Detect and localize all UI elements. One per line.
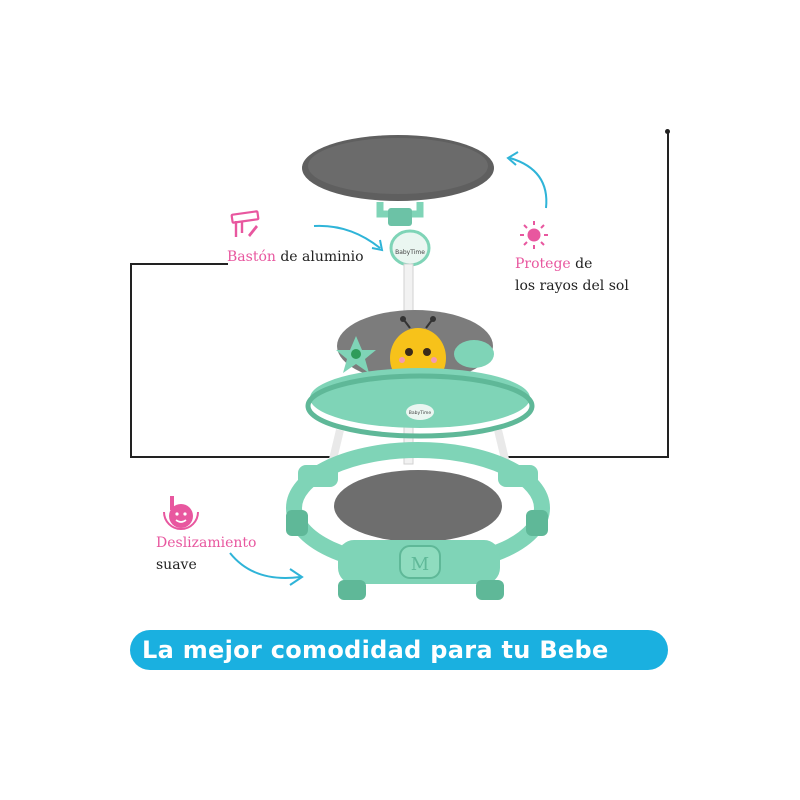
pencil-ruler-icon	[230, 210, 260, 237]
callout-deslizamiento-highlight: Deslizamiento	[156, 535, 257, 551]
arrow-deslizamiento	[229, 552, 304, 586]
handle-badge-text: BabyTime	[395, 249, 425, 256]
base-seat	[334, 470, 502, 542]
callout-baston: Bastón de aluminio	[227, 246, 364, 268]
handle-badge	[389, 229, 431, 267]
tray	[310, 368, 530, 428]
callout-deslizamiento: Deslizamiento suave	[156, 532, 256, 576]
callout-baston-highlight: Bastón	[227, 249, 276, 265]
whale-toy	[454, 340, 494, 368]
smooth-glide-icon	[163, 496, 199, 530]
arrow-protege	[506, 151, 548, 209]
frame-line-top-left	[130, 263, 228, 265]
callout-baston-rest: de aluminio	[275, 249, 364, 265]
frame-line-right	[667, 132, 669, 458]
headline-banner: La mejor comodidad para tu Bebe	[130, 630, 668, 670]
tray-badge	[406, 404, 434, 420]
callout-protege-rest: de	[570, 256, 593, 272]
tray-badge-text: BabyTime	[409, 410, 432, 416]
callout-protege-highlight: Protege	[515, 256, 571, 272]
frame-line-dot	[665, 129, 670, 134]
arrow-baston	[313, 224, 384, 252]
footrest-letter: M	[411, 554, 429, 575]
frame-line-left	[130, 263, 132, 458]
baby-walker-image: BabyTime BabyTime M	[286, 135, 550, 600]
callout-deslizamiento-line2: suave	[156, 557, 197, 573]
sun-icon	[520, 221, 548, 249]
headline-text: La mejor comodidad para tu Bebe	[142, 636, 609, 664]
callout-protege: Protege de los rayos del sol	[515, 253, 629, 297]
callout-protege-line2: los rayos del sol	[515, 278, 629, 294]
